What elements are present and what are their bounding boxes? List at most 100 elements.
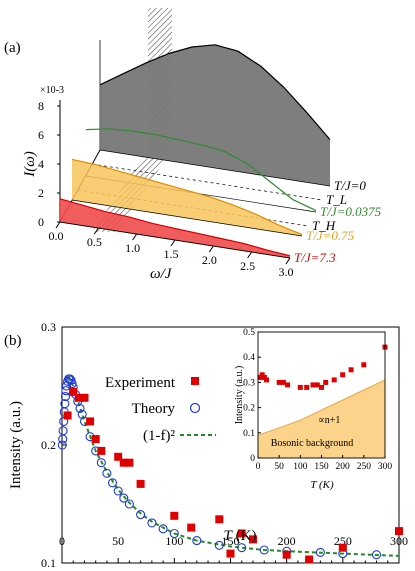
a-series-label-2: T/J=0.0375 — [320, 204, 382, 219]
waterfall-line-5 — [59, 198, 291, 257]
b-theory-point — [158, 524, 168, 534]
inset-experiment-point — [264, 377, 269, 383]
b-experiment-point — [63, 411, 72, 420]
b-experiment-point — [91, 435, 100, 444]
b-experiment-point — [119, 458, 128, 467]
b-theory-point — [192, 536, 202, 546]
a-xtick-mark — [247, 251, 253, 259]
b-theory-point — [75, 403, 85, 413]
b-ytick-label: 0.1 — [41, 556, 56, 570]
inset-experiment-point — [257, 374, 263, 380]
inset-experiment-point — [297, 384, 303, 390]
b-experiment-point — [226, 549, 235, 558]
inset-experiment-point — [285, 382, 291, 388]
inset-ytick-label: 0.1 — [243, 429, 255, 439]
legend-marker-theory — [189, 402, 201, 414]
b-theory-point — [315, 547, 325, 557]
inset-experiment-point — [304, 384, 310, 390]
inset-experiment-point — [319, 384, 324, 390]
a-series-label-3: T_H — [312, 218, 336, 233]
inset-experiment-point — [331, 377, 337, 383]
b-theory-point — [113, 486, 123, 496]
b-theory-point — [371, 550, 382, 560]
waterfall-line-4 — [71, 158, 303, 236]
b-theory-point — [124, 499, 134, 509]
inset-xtick-label: 200 — [336, 462, 351, 472]
inset-annotation-proportional: ∝n+1 — [318, 415, 340, 426]
inset-experiment-point — [280, 379, 286, 385]
b-experiment-point — [395, 527, 403, 536]
inset-experiment-point — [310, 382, 316, 388]
b-legend: Experiment Theory (1-f)² — [105, 375, 216, 444]
b-xlabel: T (K) — [224, 528, 257, 544]
a-ytick-label: 6 — [38, 128, 44, 142]
a-xtick-label: 0.5 — [87, 235, 102, 249]
inset-xtick-label: 150 — [314, 462, 329, 472]
inset-xtick-label: 300 — [378, 462, 393, 472]
a-xtick-label: 1.5 — [164, 247, 179, 261]
b-experiment-point — [305, 555, 314, 564]
b-theory-point — [96, 458, 106, 468]
b-theory-point — [259, 545, 269, 555]
a-ytick-label: 2 — [38, 186, 44, 200]
b-ytick-label: 0.3 — [41, 320, 56, 334]
inset-experiment-point — [361, 362, 367, 368]
inset-xtick-label: 50 — [274, 462, 284, 472]
b-experiment-point — [86, 417, 95, 426]
b-experiment-point — [136, 479, 145, 488]
inset-ytick-label: 0.3 — [243, 378, 255, 388]
b-experiment-point — [97, 446, 106, 455]
a-xtick-label: 1.0 — [125, 241, 140, 255]
b-ylabel: Intensity (a.u.) — [8, 401, 24, 489]
b-theory-point — [60, 392, 70, 402]
b-experiment-point — [125, 458, 134, 467]
a-xtick-mark — [170, 239, 176, 247]
legend-label-model: (1-f)² — [143, 428, 175, 444]
legend-marker-experiment — [191, 377, 199, 385]
a-ylabel: I(ω) — [22, 151, 38, 178]
a-series-label-5: T/J=7.3 — [294, 250, 336, 265]
a-ytick-label: 8 — [38, 99, 44, 113]
a-xtick-label: 0.0 — [49, 229, 64, 243]
a-xtick-mark — [55, 221, 61, 229]
inset-experiment-point — [348, 367, 354, 373]
inset-experiment-point — [323, 379, 329, 385]
a-series-label-4: T/J=0.75 — [306, 228, 355, 243]
b-xtick-label: 200 — [278, 534, 296, 548]
b-xtick-label: 250 — [334, 534, 352, 548]
a-series-label-1: T_L — [326, 192, 347, 207]
b-theory-point — [147, 518, 157, 528]
b-theory-point — [169, 528, 179, 539]
b-xtick-label: 0 — [59, 534, 65, 548]
b-experiment-point — [338, 543, 347, 552]
waterfall-baseline-0 — [99, 149, 331, 187]
a-xtick-mark — [132, 233, 138, 241]
inset-xtick-label: 0 — [256, 462, 261, 472]
a-xtick-mark — [285, 257, 291, 265]
b-theory-point — [58, 426, 68, 436]
b-experiment-point — [215, 515, 224, 524]
a-xtick-label: 2.0 — [202, 253, 217, 267]
b-ytick-label: 0.2 — [41, 438, 56, 452]
b-experiment-point — [249, 535, 257, 544]
waterfall-fill-0 — [100, 44, 330, 186]
a-ytick-label: 4 — [38, 157, 44, 171]
legend-label-theory: Theory — [132, 401, 176, 417]
legend-label-experiment: Experiment — [105, 375, 176, 391]
b-theory-point — [136, 510, 146, 520]
a-xtick-label: 3.0 — [279, 265, 294, 279]
waterfall-line-0 — [99, 44, 331, 140]
b-theory-point — [102, 468, 112, 478]
inset-experiment-point — [276, 379, 282, 385]
b-theory-point — [58, 434, 68, 444]
inset-ylabel: Intensity (a.u.) — [234, 366, 245, 425]
a-xtick-mark — [93, 227, 99, 235]
b-xtick-label: 150 — [222, 534, 240, 548]
inset-experiment-point — [314, 382, 320, 388]
b-experiment-point — [282, 550, 291, 559]
b-theory-point — [67, 379, 77, 389]
